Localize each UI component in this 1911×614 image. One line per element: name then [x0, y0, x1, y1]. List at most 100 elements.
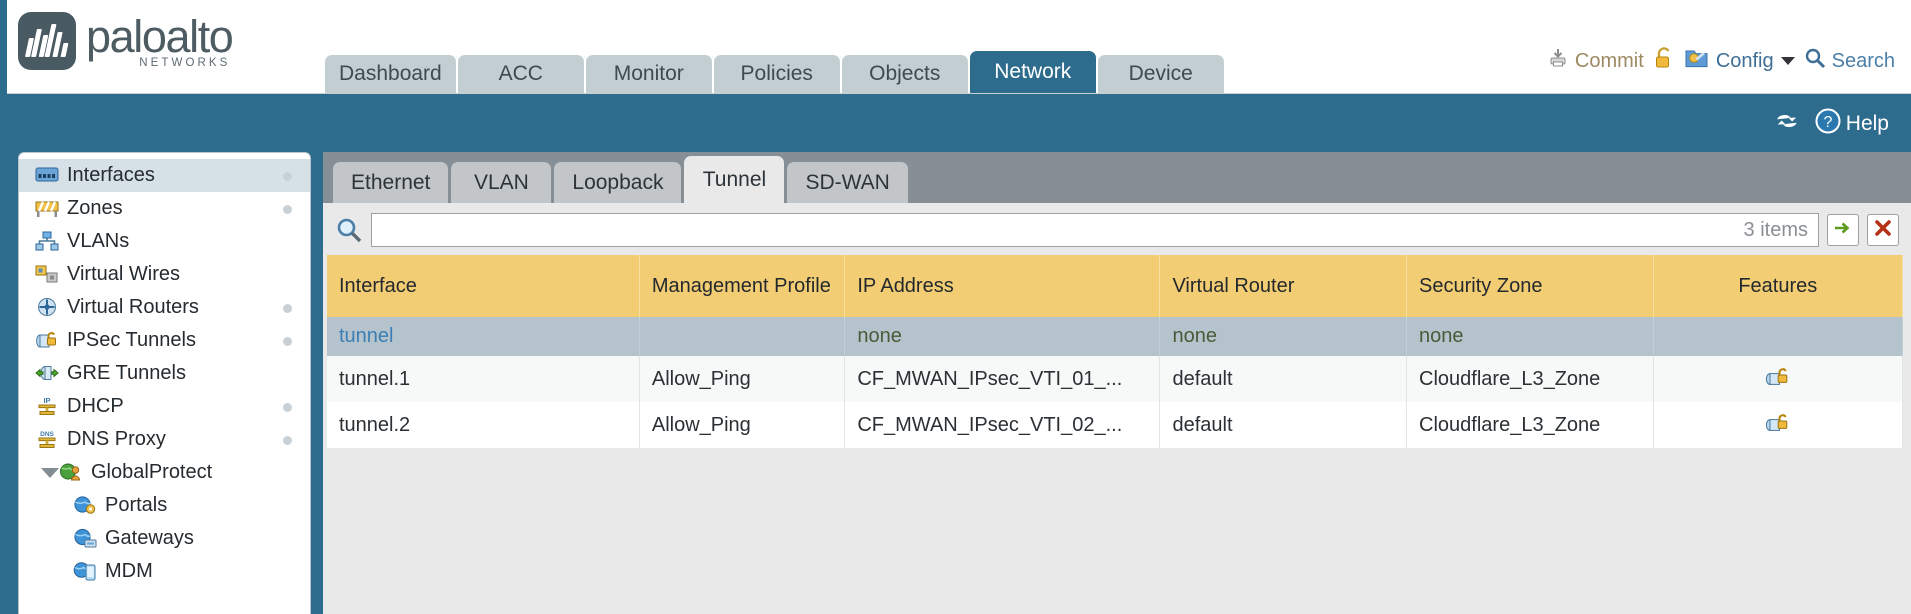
sidebar-item-label: MDM [105, 560, 153, 582]
config-menu[interactable]: Config [1684, 46, 1795, 76]
column-header-features[interactable]: Features [1653, 255, 1904, 317]
sidebar-item-gateways[interactable]: Gateways [19, 522, 310, 555]
cell-virtual-router: default [1159, 402, 1408, 448]
apply-filter-button[interactable] [1827, 214, 1859, 246]
tab-label: SD-WAN [805, 170, 890, 194]
column-header-label: Features [1738, 274, 1818, 297]
gateways-icon [73, 528, 97, 550]
nav-tab-network[interactable]: Network [969, 51, 1096, 93]
sidebar-item-mdm[interactable]: MDM [19, 555, 310, 588]
nav-tab-label: Objects [869, 62, 941, 85]
search-input[interactable]: 3 items [371, 213, 1819, 247]
nav-tab-label: Device [1128, 62, 1193, 85]
cell-ip-address: CF_MWAN_IPsec_VTI_01_... [844, 356, 1161, 402]
brand-tagline: NETWORKS [139, 57, 231, 69]
nav-tab-label: Monitor [613, 62, 684, 85]
cell-ip-address: none [844, 317, 1161, 356]
magnifier-icon[interactable] [335, 216, 363, 244]
items-count: 3 items [1743, 218, 1808, 241]
sidebar-item-dhcp[interactable]: IP DHCP [19, 390, 310, 423]
sidebar-item-status-dot [283, 436, 292, 445]
sidebar-item-ipsec-tunnels[interactable]: IPSec Tunnels [19, 324, 310, 357]
gre-tunnels-icon [35, 363, 59, 385]
tab-sd-wan[interactable]: SD-WAN [787, 162, 908, 203]
sidebar-item-gre-tunnels[interactable]: GRE Tunnels [19, 357, 310, 390]
sidebar-item-label: DHCP [67, 395, 124, 417]
commit-button[interactable]: Commit [1547, 47, 1644, 75]
sidebar-item-zones[interactable]: Zones [19, 192, 310, 225]
column-header-interface[interactable]: Interface [327, 255, 640, 317]
sidebar-item-label: Interfaces [67, 164, 155, 186]
sidebar-item-virtual-routers[interactable]: Virtual Routers [19, 291, 310, 324]
sidebar-item-label: GRE Tunnels [67, 362, 186, 384]
sidebar-item-label: Gateways [105, 527, 194, 549]
sidebar-item-portals[interactable]: Portals [19, 489, 310, 522]
interfaces-panel: 3 items [323, 203, 1911, 614]
chevron-down-icon[interactable] [41, 467, 59, 478]
search-label: Search [1831, 49, 1895, 72]
dhcp-icon: IP [35, 396, 59, 418]
help-label: Help [1845, 112, 1889, 135]
clear-filter-button[interactable] [1867, 214, 1899, 246]
tab-ethernet[interactable]: Ethernet [333, 162, 449, 203]
global-search-button[interactable]: Search [1804, 47, 1895, 75]
svg-text:?: ? [1823, 114, 1832, 131]
sidebar-item-dns-proxy[interactable]: DNS DNS Proxy [19, 423, 310, 456]
nav-tab-device[interactable]: Device [1097, 55, 1224, 93]
nav-tab-label: Network [994, 60, 1072, 83]
nav-tab-acc[interactable]: ACC [457, 55, 584, 93]
column-header-security-zone[interactable]: Security Zone [1406, 255, 1654, 317]
nav-tab-objects[interactable]: Objects [841, 55, 968, 93]
tab-vlan[interactable]: VLAN [451, 162, 552, 203]
virtual-wires-icon [35, 264, 59, 286]
sidebar-item-vlans[interactable]: VLANs [19, 225, 310, 258]
refresh-icon[interactable] [1775, 109, 1801, 139]
tab-label: Tunnel [702, 167, 767, 191]
nav-tab-label: ACC [498, 62, 543, 85]
brand-name: paloalto [86, 11, 234, 62]
cell-virtual-router: default [1159, 356, 1408, 402]
magnifier-icon [1804, 47, 1826, 75]
help-circle-icon: ? [1815, 108, 1841, 140]
nav-tab-label: Dashboard [339, 62, 442, 85]
cell-interface[interactable]: tunnel.1 [327, 356, 640, 402]
nav-tab-policies[interactable]: Policies [713, 55, 840, 93]
sidebar-item-label: DNS Proxy [67, 428, 166, 450]
sidebar-item-virtual-wires[interactable]: Virtual Wires [19, 258, 310, 291]
help-button[interactable]: ? Help [1815, 108, 1889, 140]
padlock-icon[interactable] [1653, 46, 1675, 76]
search-row: 3 items [323, 207, 1911, 253]
cell-features [1653, 356, 1904, 402]
sidebar-item-interfaces[interactable]: Interfaces [19, 159, 310, 192]
utility-bar: Commit Config [1547, 46, 1895, 76]
paloalto-logo-icon [18, 12, 76, 70]
tab-loopback[interactable]: Loopback [554, 162, 682, 203]
sidebar-item-status-dot [283, 205, 292, 214]
cell-security-zone: none [1406, 317, 1654, 356]
column-header-ip-address[interactable]: IP Address [844, 255, 1161, 317]
nav-tab-monitor[interactable]: Monitor [585, 55, 712, 93]
svg-text:DNS: DNS [40, 431, 54, 438]
cell-virtual-router: none [1159, 317, 1408, 356]
main-nav-tabs: Dashboard ACC Monitor Policies Objects Networ… [325, 51, 1224, 93]
sidebar-item-label: Virtual Routers [67, 296, 199, 318]
red-x-icon [1872, 217, 1894, 244]
column-header-virtual-router[interactable]: Virtual Router [1159, 255, 1408, 317]
chevron-down-icon [1780, 57, 1795, 65]
sidebar-item-globalprotect[interactable]: GlobalProtect [19, 456, 310, 489]
vlans-icon [35, 231, 59, 253]
cell-interface[interactable]: tunnel [327, 317, 640, 356]
cell-interface[interactable]: tunnel.2 [327, 402, 640, 448]
nav-tab-dashboard[interactable]: Dashboard [325, 55, 456, 93]
tab-tunnel[interactable]: Tunnel [684, 156, 785, 203]
column-header-management-profile[interactable]: Management Profile [639, 255, 846, 317]
globalprotect-icon [59, 462, 83, 484]
